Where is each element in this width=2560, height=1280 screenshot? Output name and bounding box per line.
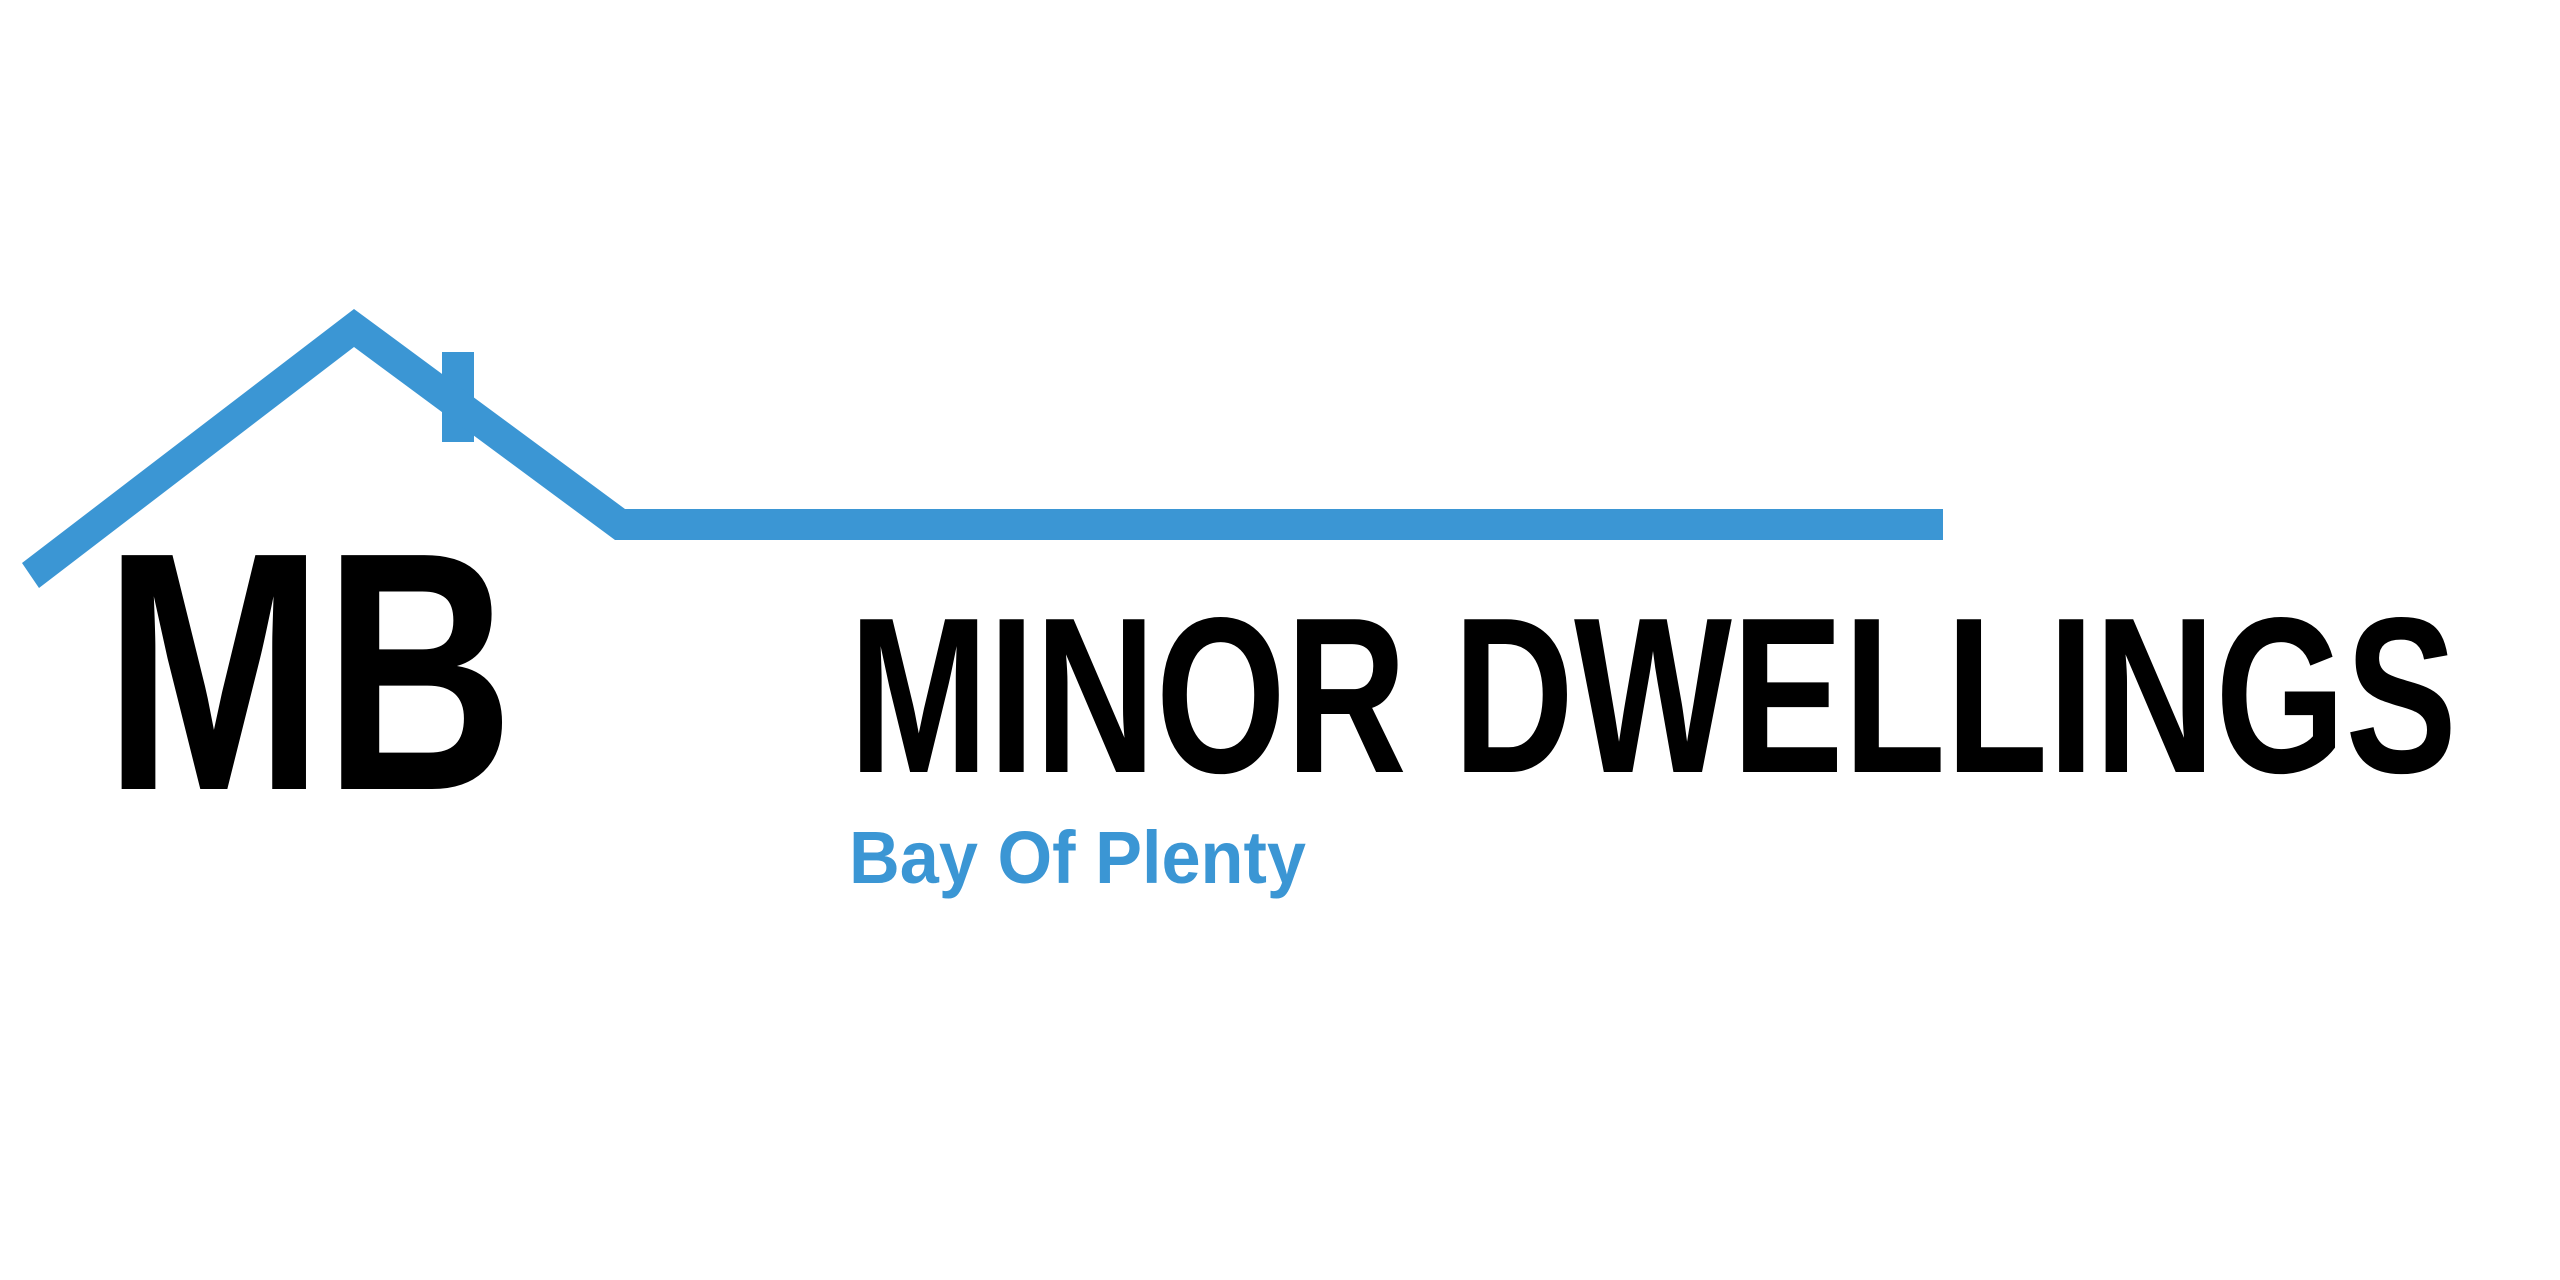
house-roof-icon	[22, 309, 1943, 588]
company-name: MINOR DWELLINGS	[849, 572, 2457, 820]
monogram-text: MB	[104, 482, 514, 862]
roof-line	[22, 309, 1943, 588]
monogram: MB	[104, 482, 514, 862]
tagline: Bay Of Plenty	[849, 816, 1306, 899]
